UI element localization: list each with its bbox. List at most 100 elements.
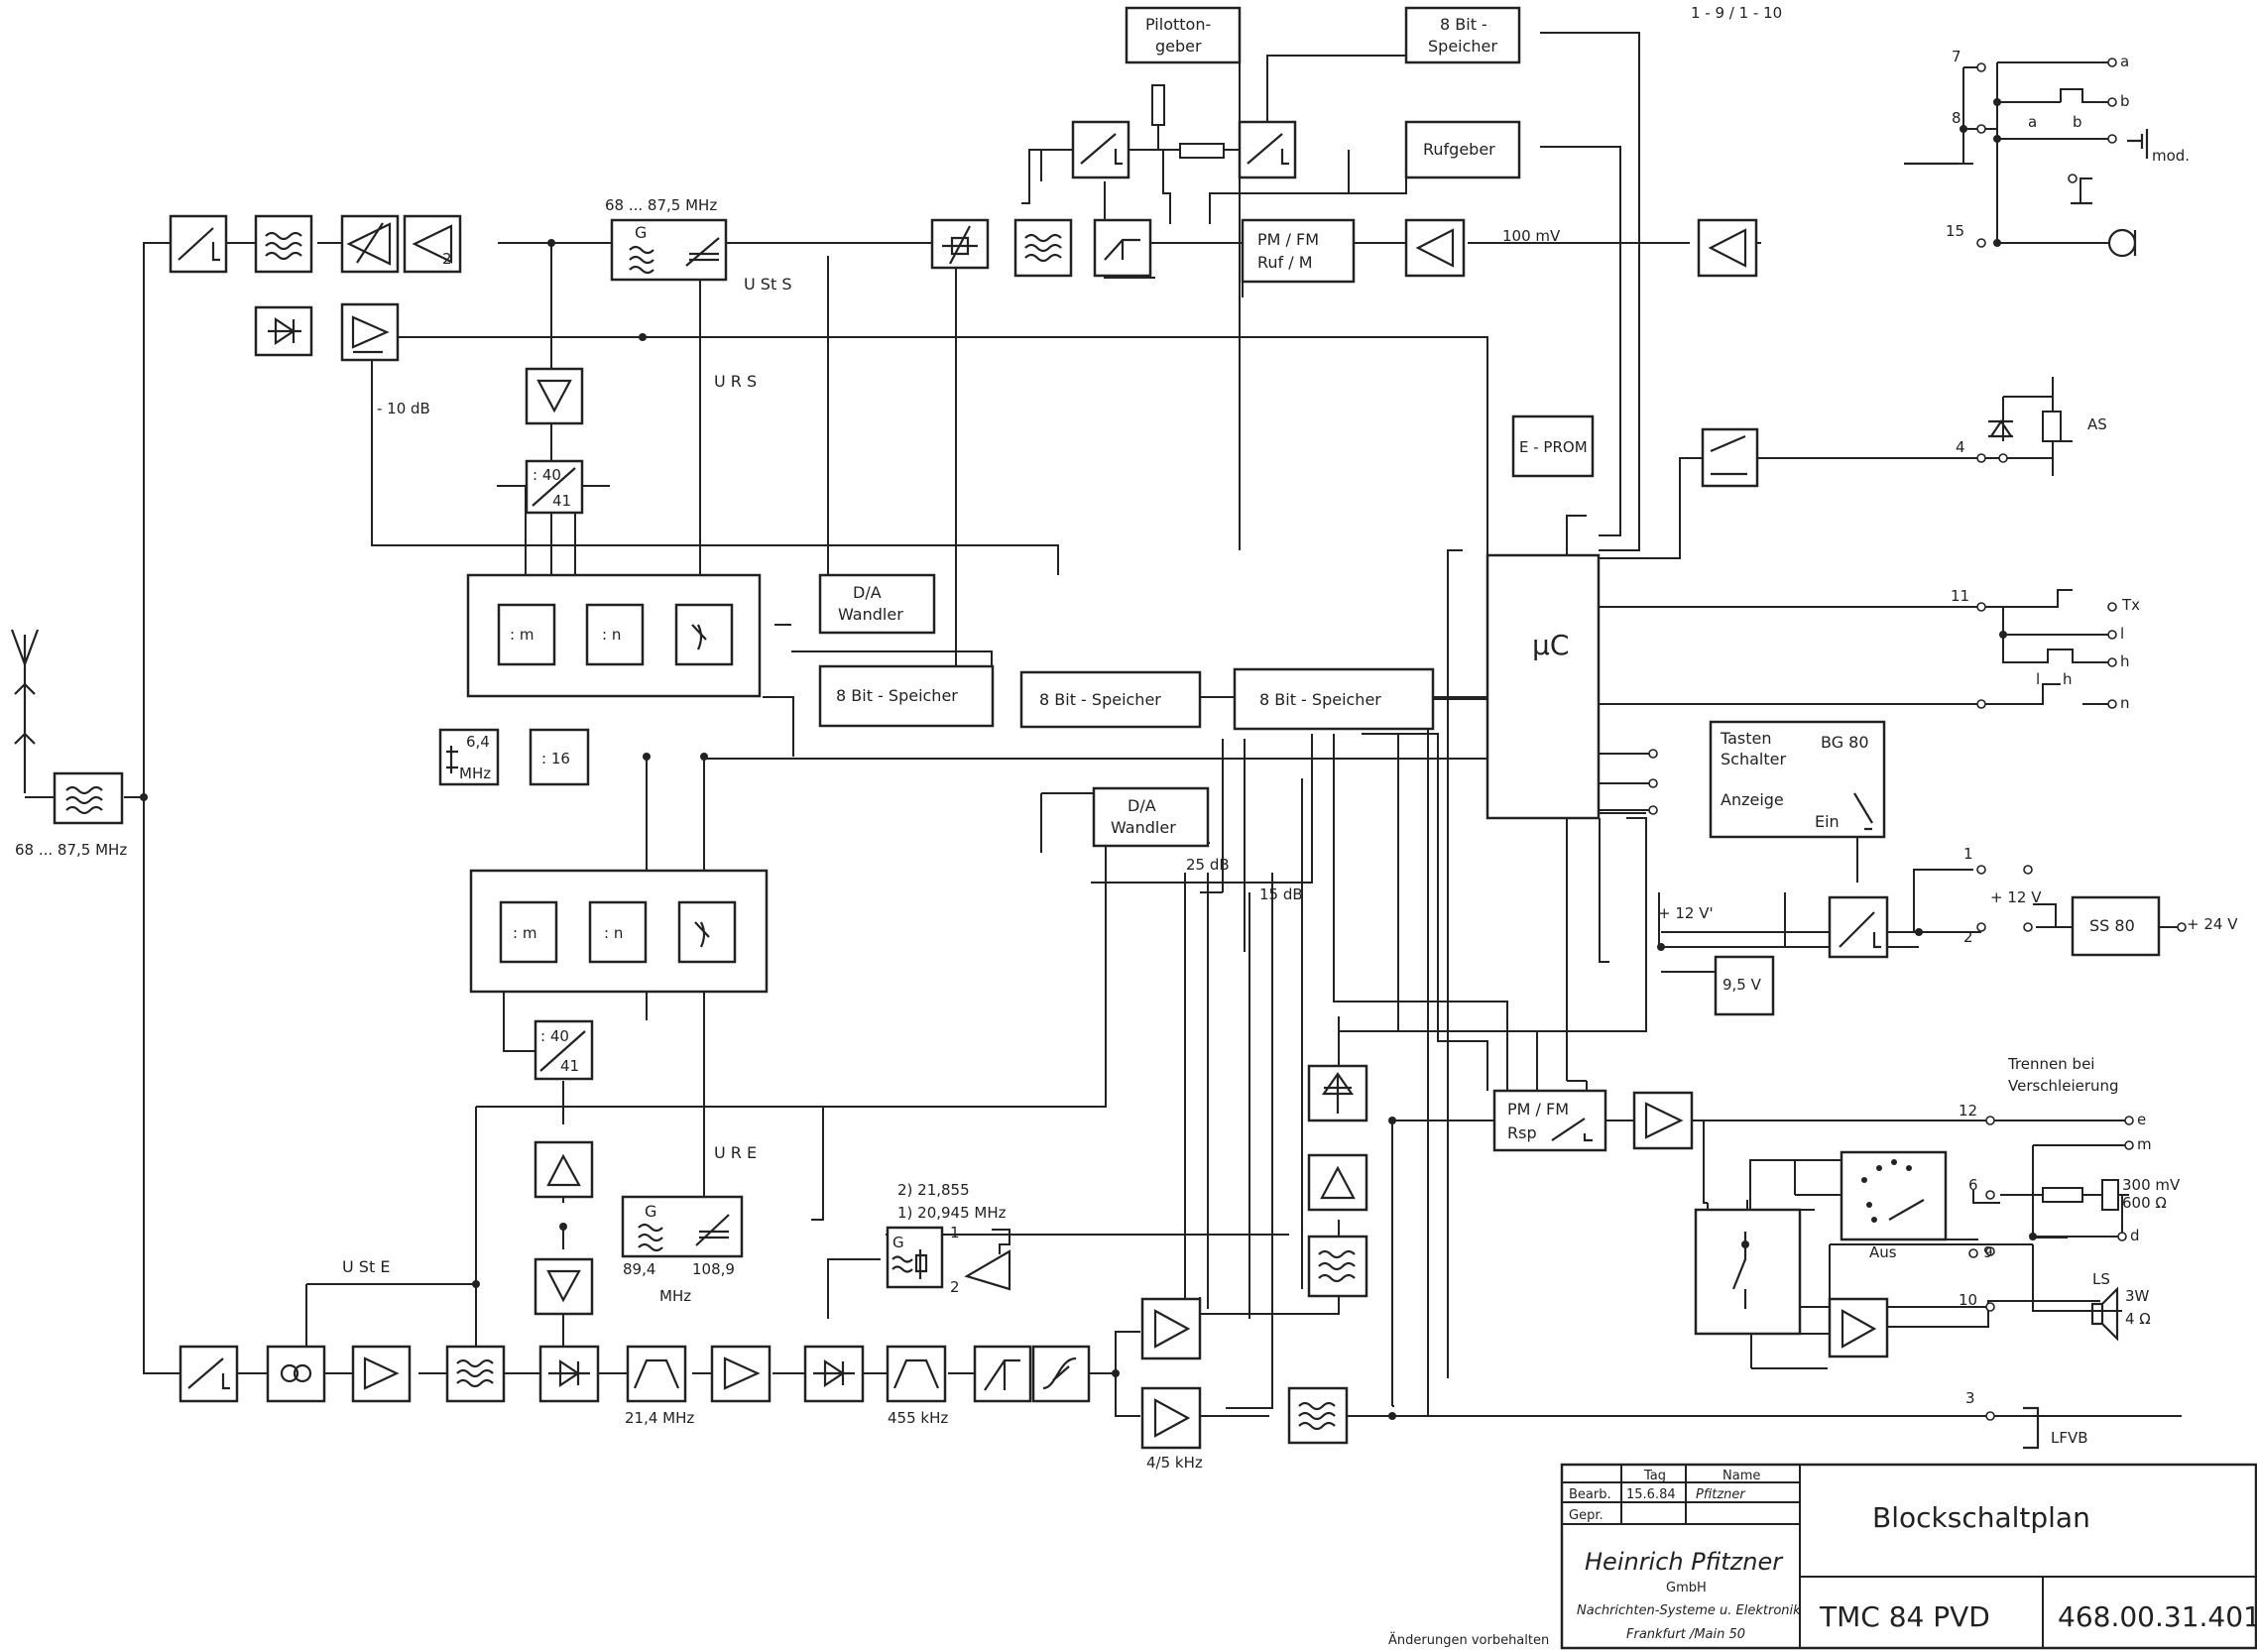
uc-label: µC [1532, 629, 1569, 661]
if2-filter-box [886, 1345, 947, 1403]
pin-6: 6 [1968, 1176, 1978, 1194]
term-l: l [2120, 625, 2124, 643]
sheet-ref: 1 - 9 / 1 - 10 [1691, 4, 1782, 22]
trennen-label-a: Trennen bei [2007, 1055, 2094, 1073]
labels: 1 - 9 / 1 - 10 68 ... 87,5 MHz 68 ... 87… [15, 4, 2238, 1472]
rufgeber-label: Rufgeber [1423, 140, 1495, 159]
v95-box [1714, 955, 1775, 1016]
ss80-label: SS 80 [2089, 916, 2135, 935]
blocks: 2 G PM / FM Ruf / M Pilotton- geber 8 Bi… [53, 6, 2161, 1450]
changes-note: Änderungen vorbehalten [1388, 1632, 1549, 1648]
rx-vco-buf-up [534, 1140, 594, 1199]
as-label: AS [2087, 415, 2107, 433]
v95-label: 9,5 V [1722, 976, 1762, 994]
synth-bot-n-label: : n [604, 924, 623, 942]
freq-ant-label: 68 ... 87,5 MHz [15, 841, 127, 859]
tb-company-sub: Nachrichten-Systeme u. Elektronik [1577, 1603, 1801, 1618]
tb-drawing-no: 468.00.31.401 [2058, 1600, 2257, 1633]
pin-9: 9 [1983, 1243, 1993, 1261]
da2-label-a: D/A [1128, 796, 1156, 815]
relay-switch-box [1701, 427, 1759, 488]
vco-mhz-label: MHz [659, 1287, 691, 1305]
sw-a: a [2028, 113, 2037, 131]
store1-box [818, 664, 995, 728]
tx-detector-box [254, 305, 313, 357]
prescaler-bot-box [534, 1019, 594, 1081]
if1-label: 21,4 MHz [625, 1409, 694, 1427]
xtal-b: MHz [459, 765, 491, 782]
tx-filter-box [254, 214, 313, 274]
ruf-switch-box [1238, 120, 1297, 179]
modulator-label-a: PM / FM [1257, 230, 1319, 249]
pin-4: 4 [1956, 438, 1965, 456]
ss80-box [2071, 895, 2161, 957]
term-m: m [2137, 1135, 2152, 1153]
modulator-box [1241, 218, 1356, 284]
rf-amp-box [351, 1345, 412, 1403]
rx-vco-g: G [645, 1202, 656, 1221]
kb-label-a: Tasten [1720, 729, 1772, 748]
rx-vco-box [621, 1195, 744, 1258]
term-e: e [2137, 1111, 2146, 1128]
ls-spec-b: 4 Ω [2125, 1310, 2151, 1328]
store3-label: 8 Bit - Speicher [1259, 690, 1381, 709]
plus12v-label: + 12 V [1990, 888, 2042, 906]
term-b: b [2120, 92, 2130, 110]
sw-l: l [2036, 670, 2040, 688]
minus10db-label: - 10 dB [377, 400, 430, 417]
store2-label: 8 Bit - Speicher [1039, 690, 1161, 709]
coupler-box [266, 1345, 326, 1403]
xo-pin2: 2 [950, 1278, 960, 1296]
tx-switch-box [169, 214, 228, 274]
div16-label: : 16 [541, 750, 570, 767]
trennen-label-b: Verschleierung [2008, 1077, 2119, 1095]
store-top-label-b: Speicher [1428, 37, 1497, 56]
tx-label: Tx [2121, 596, 2140, 614]
pin-7: 7 [1952, 48, 1961, 65]
prescaler-top-a: : 40 [533, 466, 561, 484]
term-n: n [2120, 694, 2130, 712]
kb-label-b: Schalter [1721, 750, 1786, 768]
pin-12: 12 [1959, 1102, 1977, 1120]
pin-2: 2 [1963, 928, 1973, 946]
aus-switch-box [1840, 1150, 1948, 1241]
ur-e-label: U R E [714, 1143, 757, 1162]
xo-pin1: 1 [950, 1224, 960, 1241]
synth-bot-m [499, 900, 558, 964]
xo-g: G [892, 1234, 904, 1251]
store-top-label-a: 8 Bit - [1440, 15, 1487, 34]
term-h: h [2120, 652, 2130, 670]
mod-jack-icon [2127, 129, 2149, 159]
modulator-label-b: Ruf / M [1257, 253, 1313, 272]
tb-bearb-date: 15.6.84 [1626, 1487, 1676, 1502]
sw-b: b [2073, 113, 2082, 131]
pin-10: 10 [1959, 1291, 1977, 1309]
da1-box [818, 573, 936, 635]
spk-amp-box [1828, 1297, 1889, 1358]
da1-label-b: Wandler [838, 605, 903, 624]
da2-box [1092, 786, 1210, 848]
tb-bearb-name: Pfitzner [1696, 1487, 1746, 1502]
da2-label-b: Wandler [1111, 818, 1176, 837]
synth-bot-phi [677, 900, 737, 964]
tb-row-bearb: Bearb. [1569, 1487, 1611, 1502]
kb-display: Anzeige [1721, 790, 1784, 809]
demod-label-a: PM / FM [1507, 1100, 1569, 1119]
lf-lpf-box [1287, 1386, 1349, 1445]
sq-amp-25-box [1140, 1297, 1202, 1360]
da1-label-a: D/A [853, 583, 882, 602]
x2-label: 2 [442, 250, 452, 268]
antenna-icon [10, 629, 40, 793]
mod-label: mod. [2152, 147, 2190, 165]
resistor-v [1151, 84, 1165, 126]
if1-amp-box [710, 1345, 772, 1403]
lfvb-jack-icon [2023, 1406, 2040, 1450]
if2-label: 455 kHz [888, 1409, 948, 1427]
term-d: d [2130, 1227, 2140, 1244]
rx-switch-box [178, 1345, 239, 1403]
synth-top-n-label: : n [602, 626, 621, 644]
pin-11: 11 [1951, 587, 1969, 605]
limiter-box [1093, 218, 1152, 278]
tb-col-name: Name [1722, 1469, 1760, 1483]
uc-box [1485, 553, 1601, 820]
